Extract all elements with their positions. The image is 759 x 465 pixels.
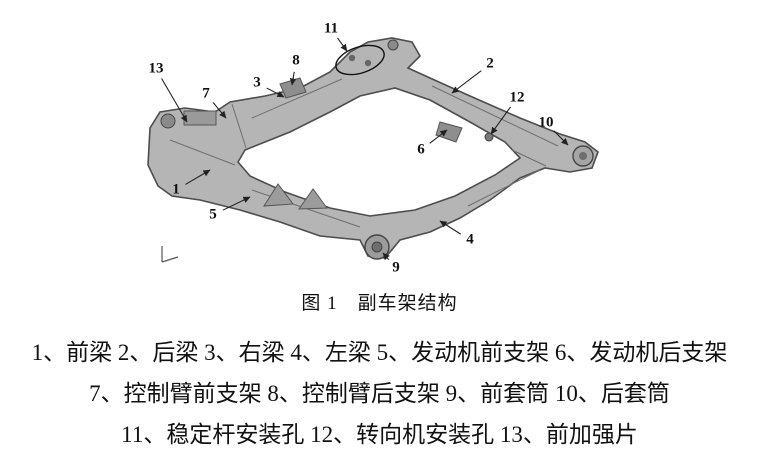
engine-rear-bracket: [435, 121, 463, 143]
axes-glyph: [161, 246, 179, 263]
parts-legend: 1、前梁 2、后梁 3、右梁 4、左梁 5、发动机前支架 6、发动机后支架 7、…: [0, 332, 759, 455]
leader-line-5: [222, 196, 251, 211]
subframe-illustration: [147, 37, 599, 263]
front-reinforcement-plate: [183, 110, 217, 126]
top-lug-hole: [387, 39, 399, 51]
part-label-12: 12: [509, 89, 525, 106]
part-label-3: 3: [253, 74, 261, 91]
leader-line-1: [185, 169, 211, 185]
legend-line-2: 7、控制臂前支架 8、控制臂后支架 9、前套筒 10、后套筒: [89, 381, 670, 406]
rear-sleeve: [572, 145, 594, 167]
leader-line-9: [382, 252, 390, 261]
leader-line-10: [553, 130, 569, 146]
leader-lines: [161, 37, 569, 261]
legend-line-1: 1、前梁 2、后梁 3、右梁 4、左梁 5、发动机前支架 6、发动机后支架: [31, 340, 728, 365]
engine-front-bracket: [263, 183, 328, 210]
part-label-2: 2: [486, 55, 494, 72]
part-label-8: 8: [292, 52, 300, 69]
leader-line-13: [161, 78, 188, 123]
leader-line-8: [289, 71, 297, 86]
part-label-10: 10: [538, 114, 554, 131]
part-label-11: 11: [323, 20, 339, 37]
leader-line-3: [266, 87, 285, 98]
legend-line-3: 11、稳定杆安装孔 12、转向机安装孔 13、前加强片: [121, 422, 638, 447]
part-label-6: 6: [417, 141, 425, 158]
leader-line-12: [490, 106, 512, 135]
part-label-4: 4: [466, 231, 474, 248]
frame-outline: [147, 37, 599, 259]
left-lug-hole: [160, 113, 176, 129]
leader-line-4: [439, 220, 462, 235]
steering-mount-hole: [484, 132, 494, 142]
part-label-7: 7: [202, 85, 210, 102]
part-label-9: 9: [392, 259, 400, 276]
leader-line-6: [429, 129, 448, 144]
part-label-5: 5: [209, 206, 217, 223]
leader-line-7: [212, 102, 227, 119]
part-label-1: 1: [172, 181, 180, 198]
leader-line-2: [451, 70, 482, 94]
stabilizer-mount-holes: [335, 44, 385, 76]
leader-line-11: [337, 37, 348, 52]
figure-caption: 图 1 副车架结构: [301, 293, 458, 314]
part-label-13: 13: [148, 60, 164, 77]
